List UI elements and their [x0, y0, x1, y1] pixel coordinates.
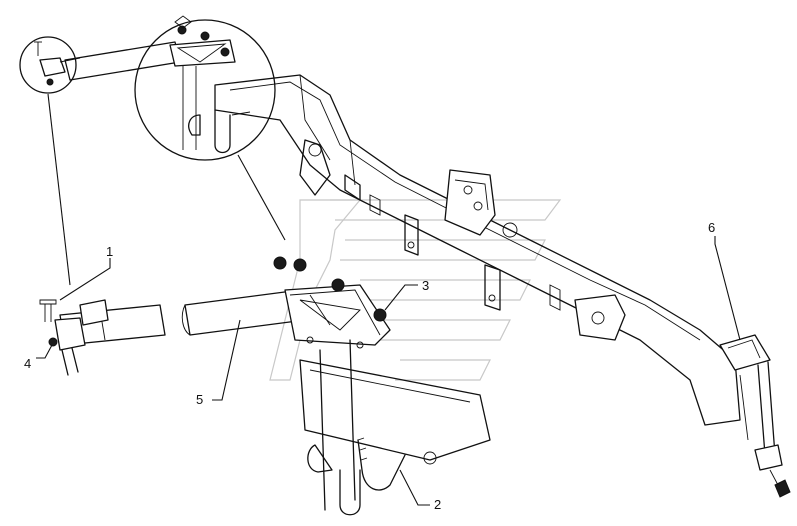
callout-3: 3 — [384, 278, 429, 311]
callout-label-2: 2 — [434, 497, 441, 512]
callout-5: 5 — [196, 319, 241, 407]
callout-2: 2 — [399, 469, 441, 512]
detail-circle-upper — [64, 15, 276, 161]
callout-label-6: 6 — [708, 220, 715, 235]
callout-label-1: 1 — [106, 244, 113, 259]
lower-frame-section — [299, 339, 491, 516]
detail-connector-small — [47, 93, 71, 286]
detail-circle-small — [19, 36, 81, 94]
detail-connector-upper — [237, 154, 286, 241]
callout-6: 6 — [708, 220, 741, 341]
callout-label-3: 3 — [422, 278, 429, 293]
callout-label-5: 5 — [196, 392, 203, 407]
watermark-logo — [269, 199, 562, 381]
main-frame-beam — [214, 74, 741, 426]
mounting-bracket — [273, 256, 391, 349]
callout-label-4: 4 — [24, 356, 31, 371]
callout-4: 4 — [24, 344, 53, 371]
callout-1: 1 — [59, 244, 113, 301]
u-bolt — [357, 437, 406, 491]
side-bracket — [719, 334, 791, 498]
left-clamp-assembly — [39, 299, 166, 376]
